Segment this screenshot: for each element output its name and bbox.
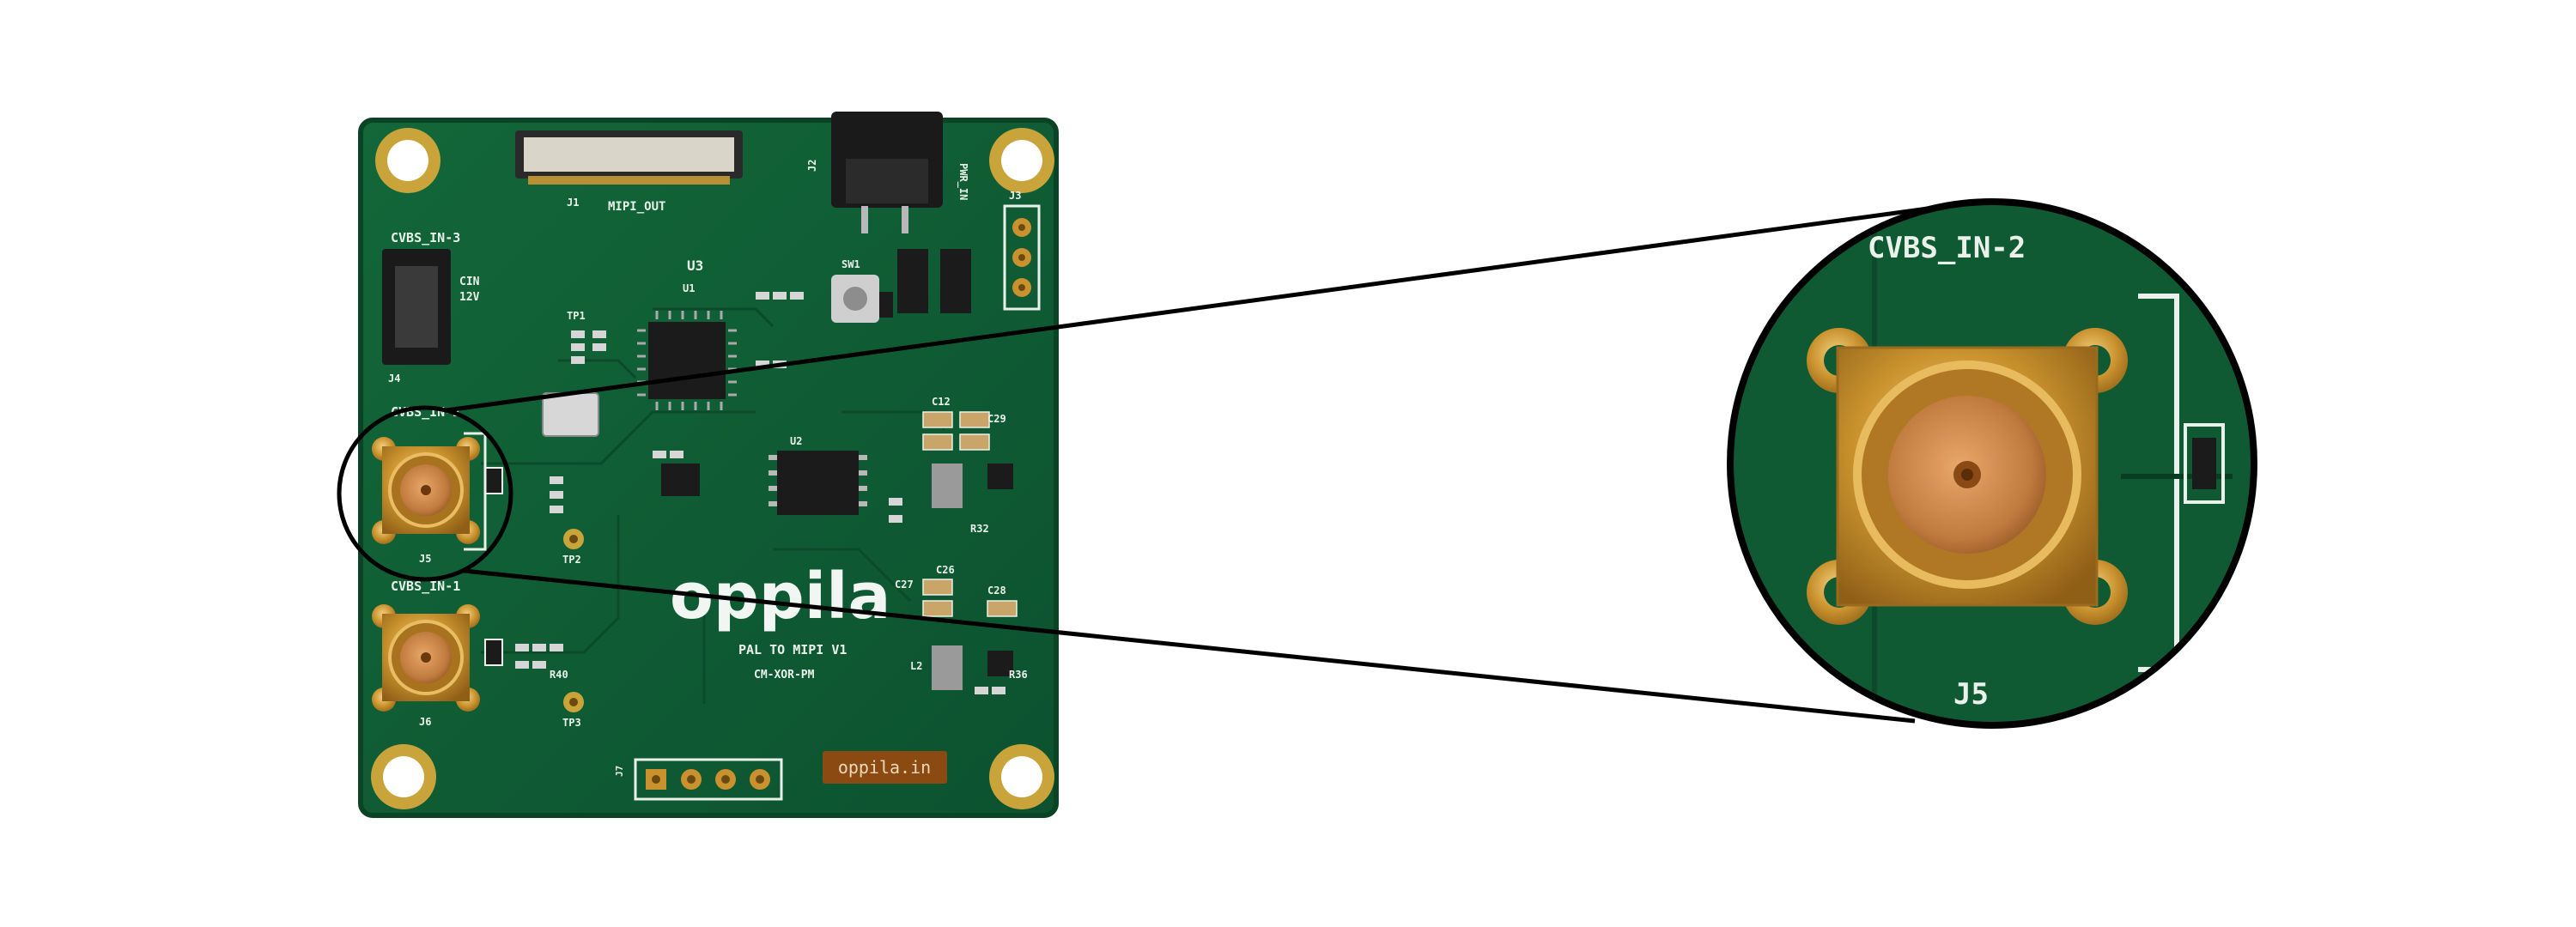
silk-cvbs-in-3: CVBS_IN-3	[391, 230, 460, 245]
silk-tp1: TP1	[567, 310, 586, 322]
cvbs-in-2-sma-connector	[372, 432, 503, 551]
product-name-text: PAL TO MIPI V1	[738, 642, 847, 657]
ic-u1	[637, 311, 737, 410]
silk-sw1: SW1	[841, 258, 860, 270]
silk-j2: J2	[806, 160, 818, 172]
silk-pin-cin: CIN	[459, 276, 480, 288]
silk-cvbs-in-1: CVBS_IN-1	[391, 579, 460, 594]
website-badge: oppila.in	[823, 751, 947, 784]
callout-line-top	[446, 206, 1929, 413]
silk-j5: J5	[419, 553, 431, 565]
zoom-magnifier: CVBS_IN-2 J5	[1727, 198, 2257, 729]
silk-r32: R32	[970, 523, 989, 535]
zoom-callout	[337, 206, 1929, 724]
pcb-board: MIPI_OUT J1 J2 PWR_IN J3	[358, 112, 1059, 818]
silk-j6: J6	[419, 716, 431, 728]
silk-c26: C26	[936, 564, 955, 576]
callout-source-circle	[337, 405, 513, 582]
header-j3	[1003, 204, 1041, 311]
mipi-fpc-connector	[515, 130, 743, 185]
header-j7	[634, 758, 783, 801]
ic-u2	[769, 451, 867, 515]
power-connector	[831, 112, 943, 233]
silk-r40: R40	[550, 669, 568, 681]
silk-u2: U2	[790, 435, 802, 447]
silk-tp3: TP3	[562, 717, 581, 729]
silk-pwr-in: PWR_IN	[957, 163, 969, 200]
test-point-tp3	[563, 692, 584, 712]
silk-j4: J4	[388, 373, 400, 385]
zoom-label-cvbs-in-2: CVBS_IN-2	[1868, 231, 2026, 265]
silk-c29: C29	[987, 413, 1006, 425]
power-components	[867, 249, 971, 318]
test-point-tp2	[563, 529, 584, 549]
silk-j3: J3	[1009, 190, 1021, 202]
silk-tp2: TP2	[562, 554, 581, 566]
silk-r36: R36	[1009, 669, 1028, 681]
product-code-text: CM-XOR-PM	[754, 669, 815, 682]
silk-j7: J7	[614, 766, 625, 777]
silk-c27: C27	[895, 579, 914, 591]
cvbs-in-1-sma-connector	[372, 604, 503, 712]
website-badge-text: oppila.in	[838, 757, 931, 778]
silk-j1: J1	[567, 197, 579, 209]
zoom-circle-border	[1727, 198, 2257, 729]
silk-l2: L2	[910, 660, 922, 672]
mounting-holes	[371, 128, 1054, 809]
silk-u3: U3	[687, 258, 703, 274]
passive-components	[515, 292, 1018, 694]
silk-pin-12v: 12V	[459, 291, 480, 304]
pcb-traces	[481, 307, 946, 704]
zoom-silk-component-outline	[2184, 423, 2225, 504]
switch-sw1	[831, 275, 879, 323]
crystal	[542, 392, 599, 437]
silk-mipi-out: MIPI_OUT	[608, 200, 665, 214]
silk-c28: C28	[987, 585, 1006, 597]
silk-u1: U1	[683, 282, 695, 294]
callout-line-bottom	[463, 568, 1916, 724]
cvbs-in-3-connector	[382, 249, 451, 365]
zoom-label-j5: J5	[1953, 677, 1989, 712]
zoom-smd-component	[2192, 438, 2216, 489]
silk-c12: C12	[932, 396, 951, 408]
